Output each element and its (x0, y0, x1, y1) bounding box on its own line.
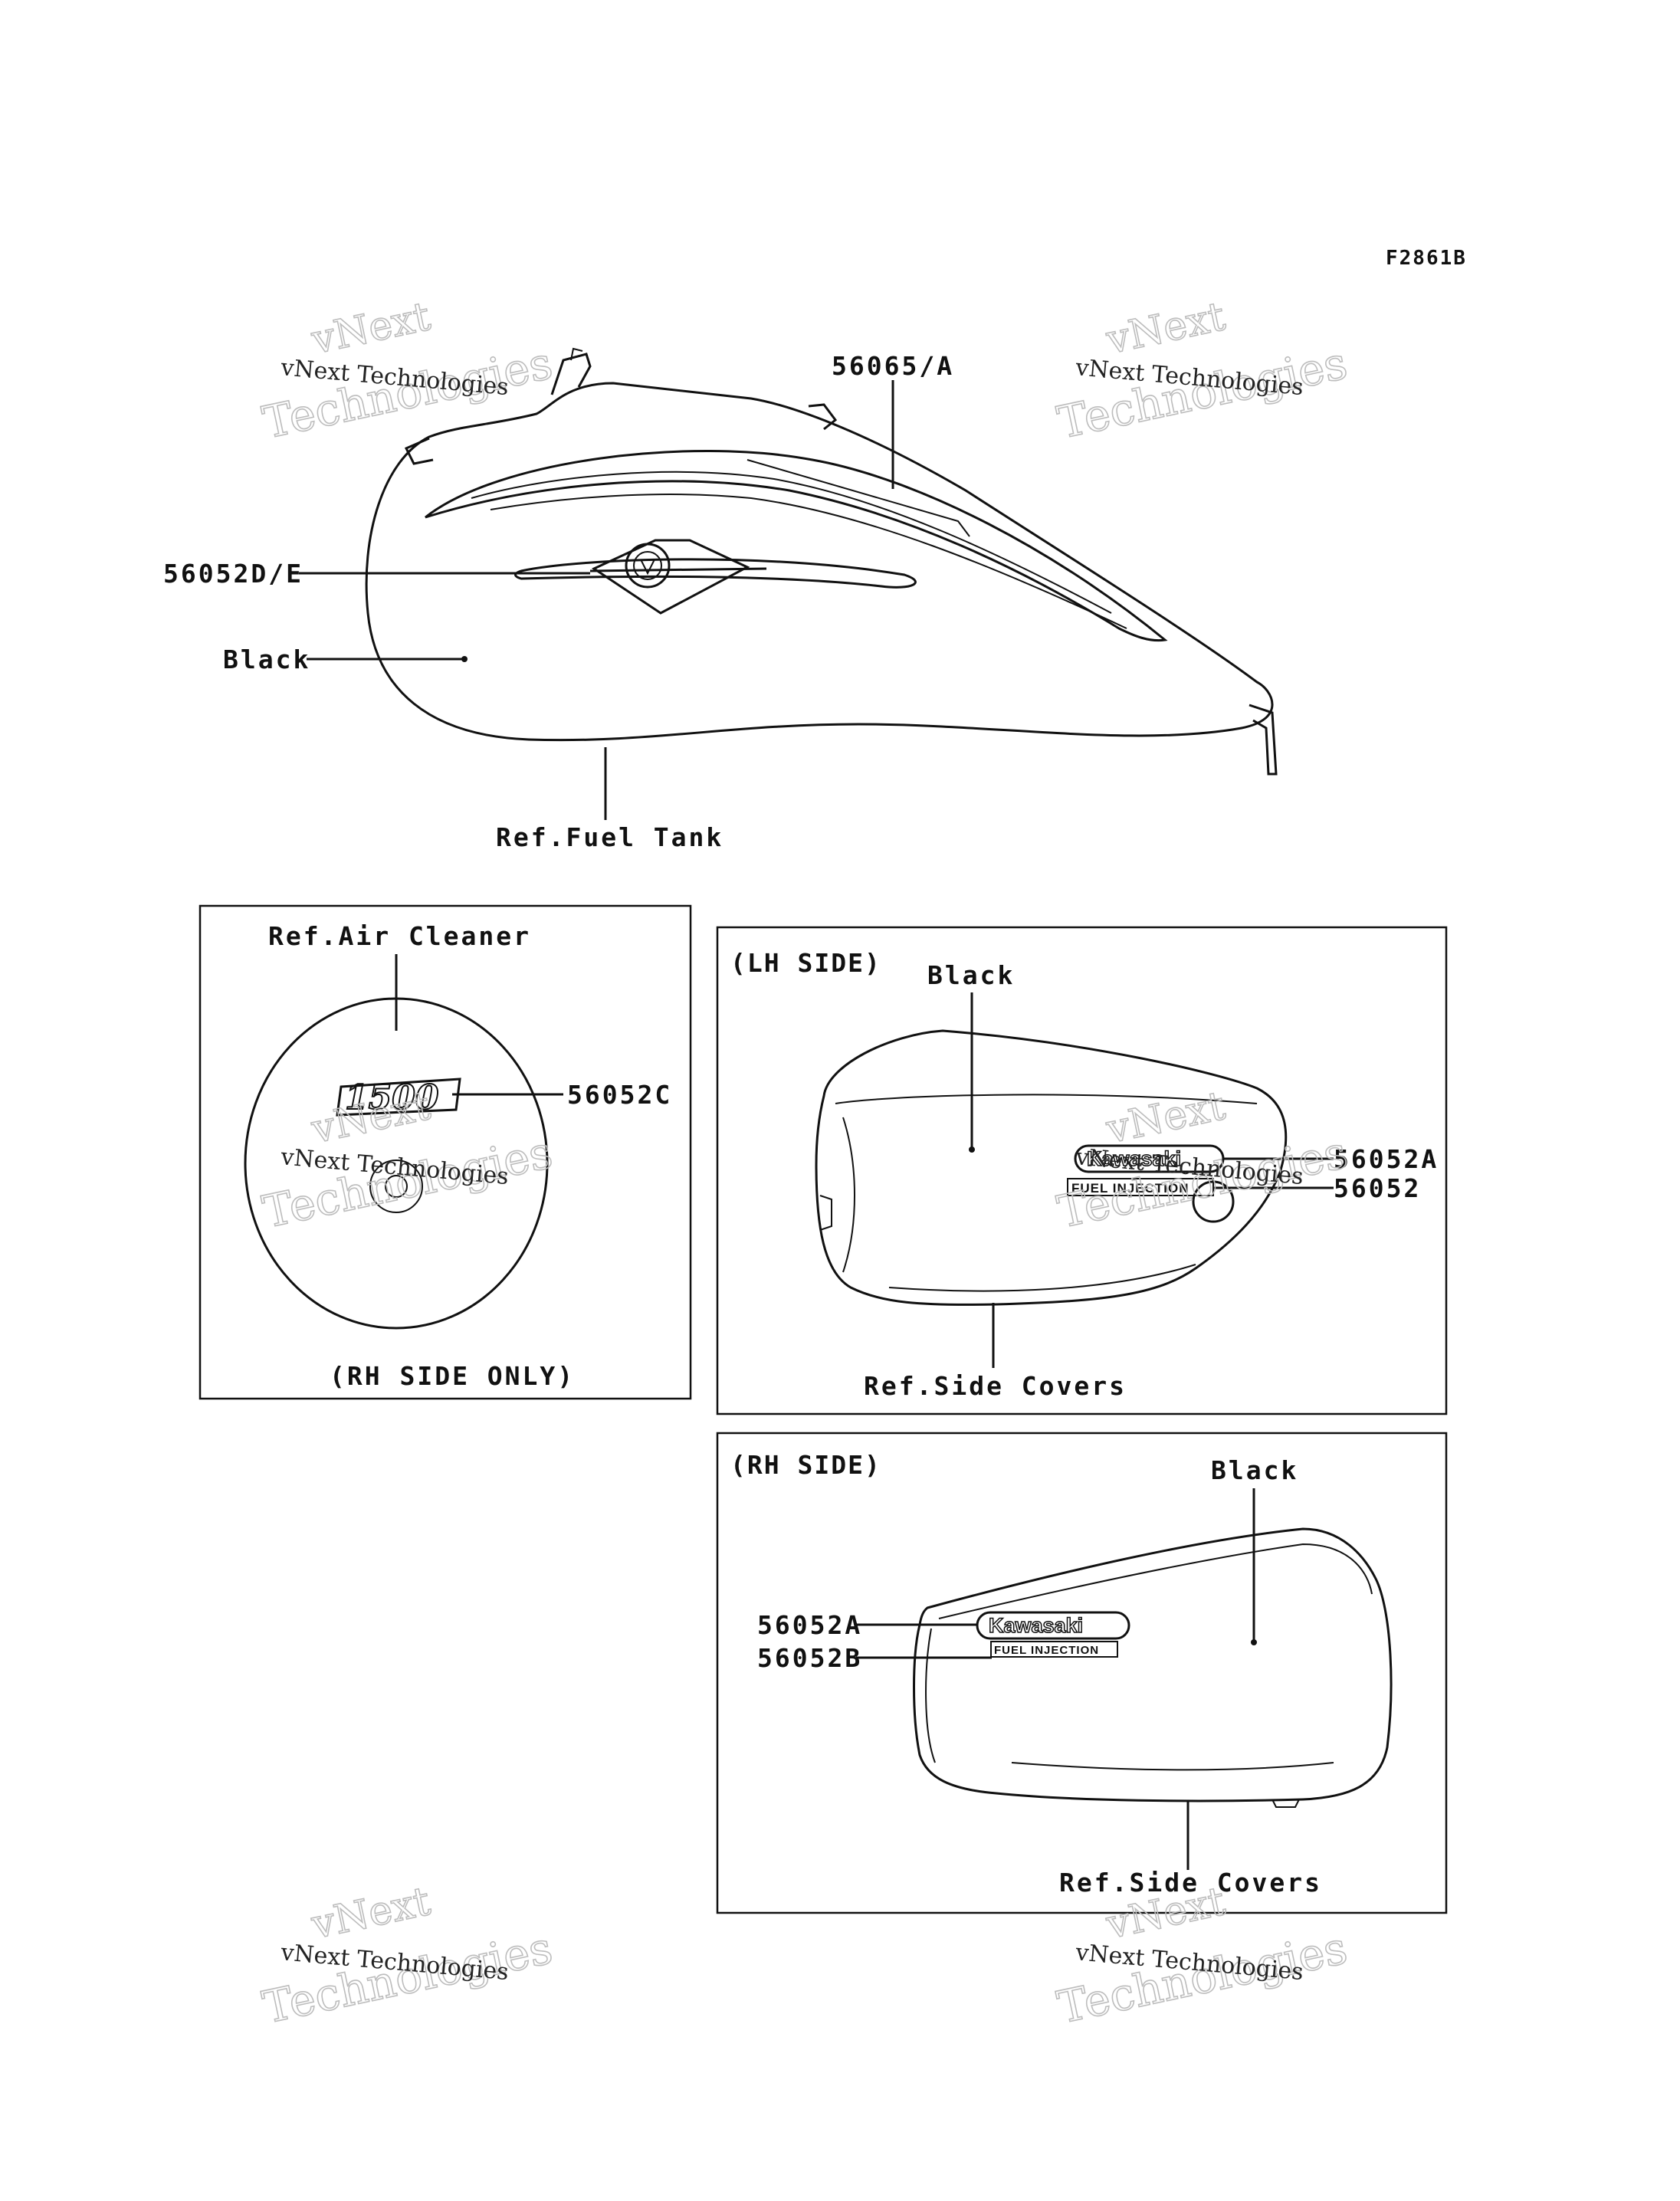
rh-cover-edge-front (925, 1628, 936, 1763)
top-mount-tab (808, 403, 838, 431)
watermark-line3: Technologies (1053, 1126, 1352, 1238)
air-cleaner-center-hole (385, 1175, 408, 1198)
lh-cover-notch (819, 1195, 832, 1231)
label-rh-ref-side-covers: Ref.Side Covers (1059, 1868, 1322, 1898)
rh-fuel-injection-text: FUEL INJECTION (994, 1644, 1099, 1657)
rh-side-cover-drawing: Kawasaki FUEL INJECTION (913, 1527, 1393, 1808)
lh-side-panel (716, 926, 1448, 1415)
fuel-cap-clip (570, 347, 583, 361)
watermark-line3: Technologies (258, 1126, 557, 1238)
lh-fuel-injection-text: FUEL INJECTION (1071, 1181, 1189, 1196)
watermark-bottom-left: vNext Technologies vNext Technologies (258, 1878, 557, 2034)
front-mount-tab (404, 437, 434, 465)
label-rh-side: (RH SIDE) (730, 1450, 881, 1480)
rh-cover-outline (913, 1527, 1393, 1802)
watermark-line3: Technologies (1053, 1921, 1352, 2033)
tank-emblem-bar-line (589, 567, 767, 572)
watermark-line3: Technologies (258, 1921, 557, 2033)
lh-cover-outline (815, 1029, 1288, 1306)
air-cleaner-center-bolt (369, 1160, 423, 1213)
emblem-1500: 1500 (336, 1078, 461, 1118)
watermark-line1: vNext (1102, 294, 1229, 363)
lh-cover-edge-front (842, 1117, 855, 1273)
tank-emblem-medallion-inner (633, 551, 662, 580)
rh-black-dot (1251, 1639, 1257, 1645)
tank-stripe-inner-2 (490, 494, 1127, 629)
air-cleaner-panel (199, 904, 692, 1400)
lh-kawasaki-text: Kawasaki (1087, 1147, 1181, 1170)
lh-cover-edge-bottom (888, 1264, 1196, 1292)
watermark-line1: vNext (307, 294, 435, 363)
lh-cover-edge-top (835, 1094, 1258, 1104)
fuel-cap-tab (550, 353, 592, 395)
label-lh-56052: 56052 (1334, 1173, 1421, 1203)
label-ref-air-cleaner: Ref.Air Cleaner (268, 921, 531, 951)
label-lh-side: (LH SIDE) (730, 948, 881, 978)
rear-mount-bracket (1249, 704, 1278, 776)
label-rh-56052A: 56052A (757, 1610, 862, 1640)
emblem-1500-text: 1500 (345, 1078, 439, 1117)
label-rh-black: Black (1211, 1455, 1298, 1485)
label-tank-black: Black (223, 645, 310, 674)
label-56052DE: 56052D/E (163, 559, 304, 589)
watermark-line1: vNext (307, 1878, 435, 1948)
rh-cover-tab (1271, 1799, 1300, 1808)
watermark-line3: Technologies (1053, 336, 1352, 448)
label-rh-side-only: (RH SIDE ONLY) (330, 1361, 575, 1391)
rh-kawasaki-text: Kawasaki (989, 1614, 1083, 1637)
label-56065A: 56065/A (832, 351, 954, 381)
rh-cover-edge-top (938, 1543, 1373, 1619)
label-lh-56052A: 56052A (1334, 1144, 1439, 1174)
figure-code: F2861B (1386, 247, 1467, 270)
air-cleaner-cover (244, 997, 549, 1330)
label-lh-ref-side-covers: Ref.Side Covers (864, 1371, 1127, 1401)
watermark-top-right: vNext Technologies vNext Technologies (1052, 293, 1352, 449)
tank-stripe-outer (425, 450, 1168, 642)
tank-emblem-bar (514, 558, 917, 589)
fuel-tank-outline (365, 382, 1274, 742)
lh-black-dot (969, 1146, 975, 1153)
lh-side-cover-drawing: Kawasaki FUEL INJECTION (815, 1029, 1288, 1306)
tank-stripe-inner-1 (471, 471, 1112, 614)
label-lh-black: Black (927, 960, 1015, 990)
tank-emblem-v-letter (640, 559, 655, 576)
rh-side-panel (716, 1432, 1448, 1914)
rh-cover-edge-bottom (1011, 1762, 1334, 1771)
fuel-tank-drawing (299, 347, 1278, 820)
emblem-1500-plate (336, 1078, 461, 1117)
tank-black-dot (461, 656, 468, 662)
rh-fuel-injection-badge (990, 1641, 1118, 1658)
tank-stripe-inner-3 (746, 459, 970, 537)
label-56052C: 56052C (567, 1080, 672, 1110)
tank-emblem-medallion (625, 543, 671, 589)
label-rh-56052B: 56052B (757, 1643, 862, 1673)
label-ref-fuel-tank: Ref.Fuel Tank (496, 822, 724, 852)
watermark-top-left: vNext Technologies vNext Technologies (258, 293, 557, 449)
watermark-line3: Technologies (258, 336, 557, 448)
watermark-line1: vNext (1102, 1083, 1229, 1153)
